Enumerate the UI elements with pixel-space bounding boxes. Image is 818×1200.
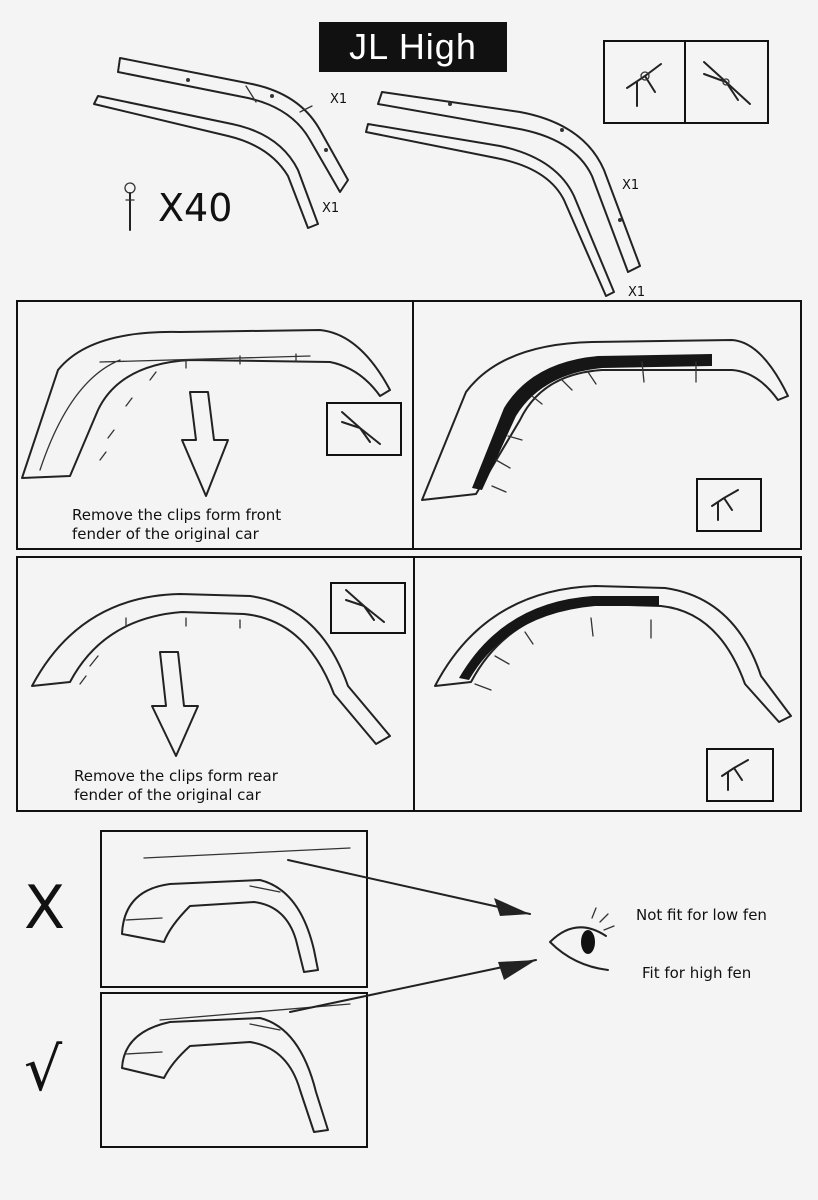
rivet-gun-icon	[721, 759, 749, 791]
front-fender-right-illustration	[421, 339, 789, 501]
rear-fender-left-illustration	[31, 593, 391, 757]
rear-caption-line1: Remove the clips form rear	[74, 767, 278, 785]
pliers-icon	[703, 61, 751, 105]
front-panel-divider	[412, 300, 414, 548]
low-fender-illustration	[121, 847, 351, 973]
front-caption-line2: fender of the original car	[72, 525, 259, 543]
tools-divider	[684, 40, 686, 124]
right-mark: √	[24, 1035, 63, 1105]
front-fender-left-illustration	[21, 329, 391, 497]
fit-label: Fit for high fen	[642, 964, 752, 982]
front-fender-steps	[16, 300, 802, 550]
rear-upper-quantity: X1	[622, 178, 640, 193]
rivet-icon	[124, 182, 136, 231]
rivet-gun-icon-box-front	[696, 478, 762, 532]
rear-fender-steps	[16, 556, 802, 812]
rivet-gun-icon	[711, 489, 739, 521]
pliers-icon	[341, 411, 381, 445]
rear-lower-quantity: X1	[628, 285, 646, 300]
rivet-gun-icon	[626, 63, 662, 107]
high-fender-compare-box	[100, 992, 368, 1148]
rivet-gun-icon-box-rear	[706, 748, 774, 802]
front-lower-quantity: X1	[322, 201, 340, 216]
not-fit-label: Not fit for low fen	[636, 906, 767, 924]
sightline-arrows	[287, 859, 537, 1013]
low-fender-compare-box	[100, 830, 368, 988]
rear-fender-right-illustration	[434, 585, 792, 723]
pliers-icon-box-front	[326, 402, 402, 456]
rear-caption-line2: fender of the original car	[74, 786, 261, 804]
pliers-icon	[345, 589, 385, 623]
page-title: JL High	[319, 22, 507, 72]
eye-icon	[549, 907, 615, 971]
pliers-icon-box-rear	[330, 582, 406, 634]
tools-box	[603, 40, 769, 124]
rear-panel-divider	[413, 556, 415, 810]
front-trim-upper-illustration	[93, 57, 641, 297]
rivet-count: X40	[158, 186, 233, 230]
front-upper-quantity: X1	[330, 92, 348, 107]
wrong-mark: X	[24, 873, 66, 943]
front-caption-line1: Remove the clips form front	[72, 506, 282, 524]
